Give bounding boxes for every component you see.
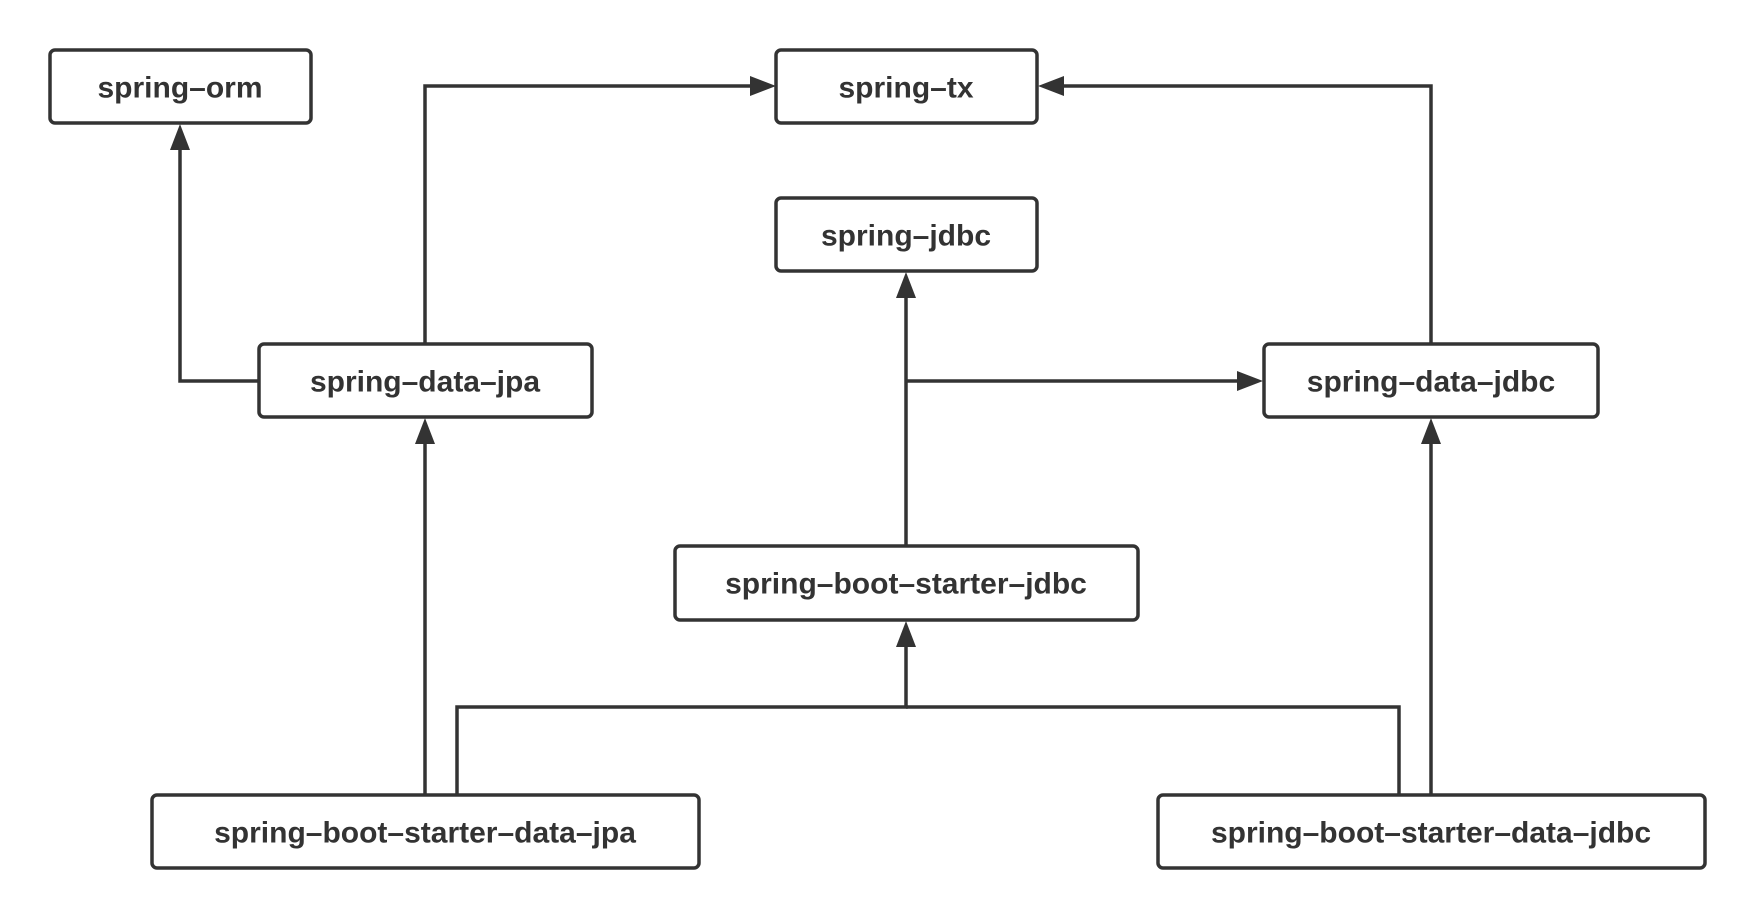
arrow-left-icon (1038, 76, 1064, 96)
node-label: spring–data–jpa (310, 366, 540, 399)
node-label: spring–orm (97, 72, 262, 105)
edge-spring-boot-starter-jdbc-to-spring-data-jdbc (906, 371, 1263, 391)
node-label: spring–tx (838, 72, 973, 105)
edge-spring-data-jpa-to-spring-tx (423, 76, 776, 343)
edge-spring-data-jpa-to-spring-orm (170, 124, 259, 383)
node-spring-data-jdbc: spring–data–jdbc (1262, 342, 1600, 419)
node-spring-boot-starter-data-jdbc: spring–boot–starter–data–jdbc (1156, 793, 1707, 870)
arrow-right-icon (1237, 371, 1263, 391)
arrow-up-icon (896, 621, 916, 647)
edge-spring-boot-starter-jdbc-to-spring-jdbc (896, 272, 916, 545)
node-label: spring–jdbc (821, 220, 991, 253)
edge-spring-boot-starter-data-jdbc-to-spring-data-jdbc (1421, 418, 1441, 794)
arrow-up-icon (170, 124, 190, 150)
edges (170, 76, 1441, 794)
edge-spring-data-jdbc-to-spring-tx (1038, 76, 1433, 343)
edge-spring-boot-starter-data-jdbc-to-spring-boot-starter-jdbc (906, 705, 1401, 794)
node-spring-data-jpa: spring–data–jpa (257, 342, 594, 419)
node-spring-jdbc: spring–jdbc (774, 196, 1039, 273)
arrow-up-icon (415, 418, 435, 444)
nodes: spring–orm spring–tx spring–jdbc spring–… (48, 48, 1707, 870)
node-spring-orm: spring–orm (48, 48, 313, 125)
edge-spring-boot-starter-data-jpa-to-spring-data-jpa (415, 418, 435, 794)
node-label: spring–boot–starter–jdbc (725, 568, 1087, 601)
node-label: spring–data–jdbc (1307, 366, 1555, 399)
edge-spring-boot-starter-data-jpa-to-spring-boot-starter-jdbc (455, 621, 916, 794)
arrow-up-icon (1421, 418, 1441, 444)
node-spring-boot-starter-data-jpa: spring–boot–starter–data–jpa (150, 793, 701, 870)
node-label: spring–boot–starter–data–jpa (214, 817, 636, 850)
node-label: spring–boot–starter–data–jdbc (1211, 817, 1651, 850)
arrow-right-icon (750, 76, 776, 96)
node-spring-tx: spring–tx (774, 48, 1039, 125)
arrow-up-icon (896, 272, 916, 298)
node-spring-boot-starter-jdbc: spring–boot–starter–jdbc (673, 544, 1140, 622)
